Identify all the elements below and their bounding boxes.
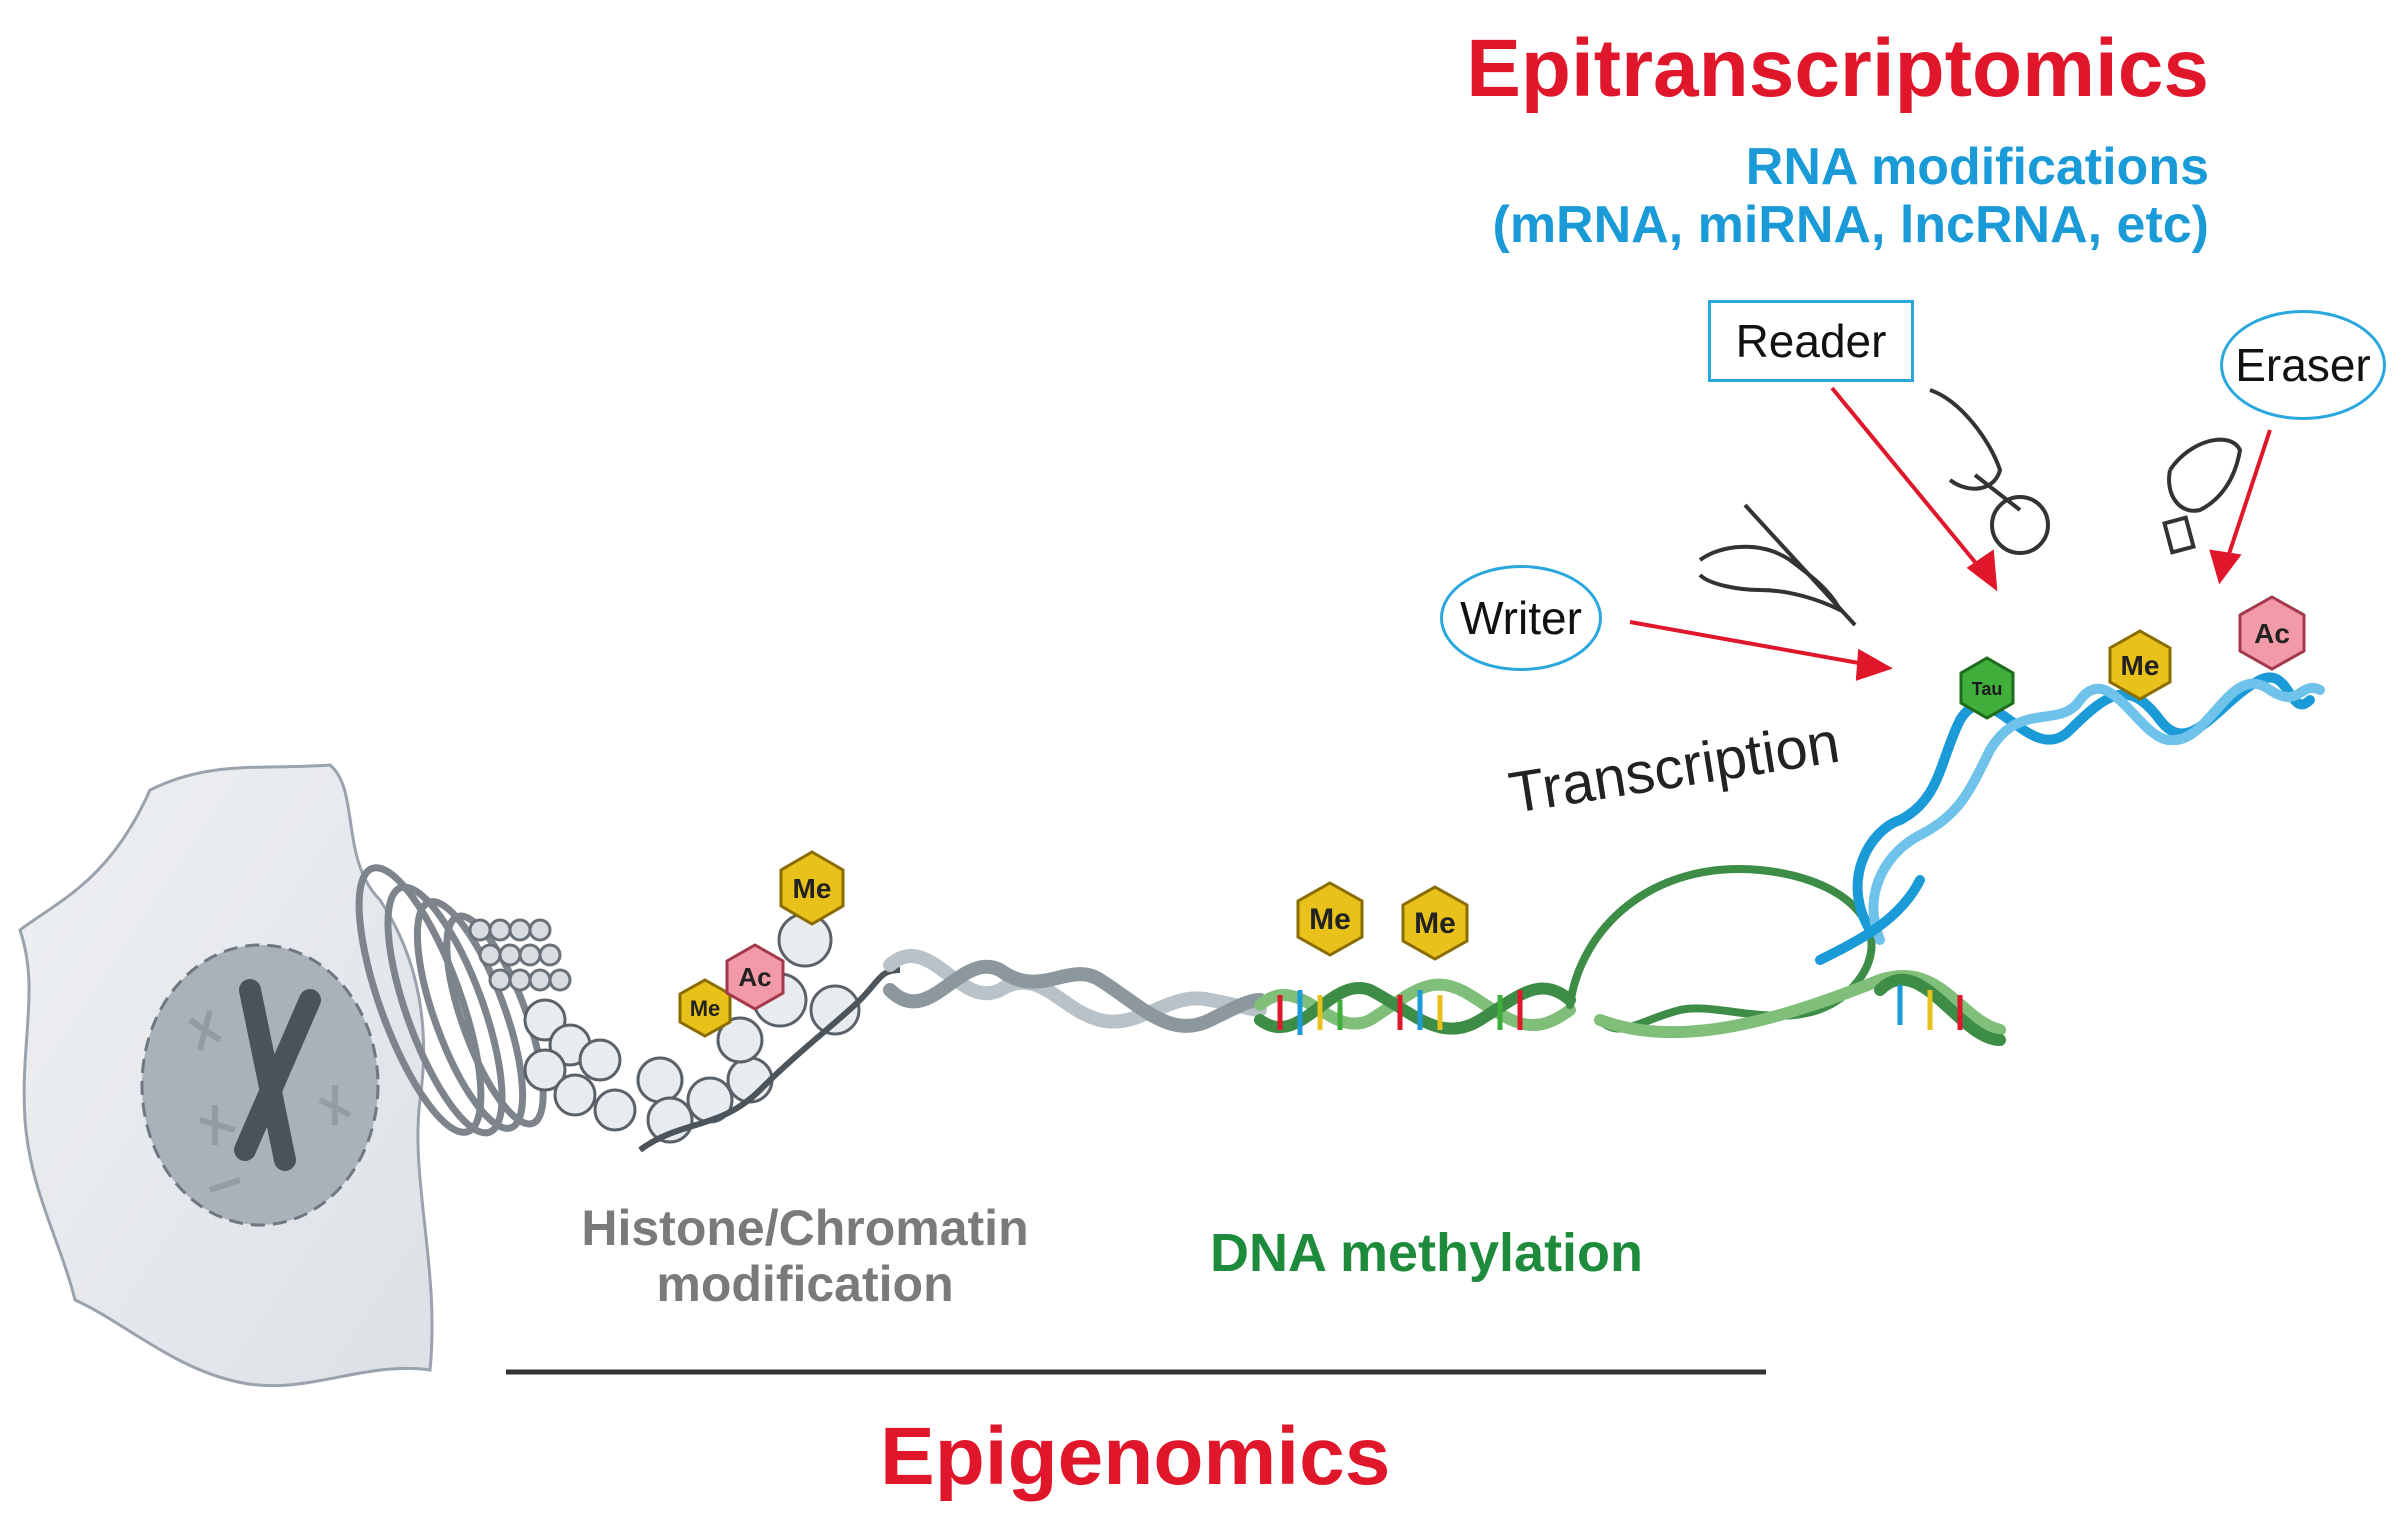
rna-modifications-line2: (mRNA, miRNA, lncRNA, etc) (1492, 196, 2210, 254)
epigenomics-title: Epigenomics (880, 1411, 1391, 1502)
rna-modifications-label: RNA modifications (mRNA, miRNA, lncRNA, … (1493, 138, 2210, 254)
badge-me-dna-1: Me (1296, 881, 1364, 957)
badge-label: Me (2121, 650, 2160, 681)
writer-ellipse: Writer (1440, 565, 1602, 671)
badge-me-rna: Me (2108, 629, 2172, 701)
epitranscriptomics-title: Epitranscriptomics (1466, 23, 2209, 114)
badge-label: Me (1309, 903, 1351, 936)
badge-me-histone-small: Me (678, 978, 732, 1038)
chromatin-fiber (468, 918, 572, 992)
badge-ac-histone: Ac (725, 943, 785, 1011)
eraser-ellipse: Eraser (2220, 310, 2386, 420)
badge-me-histone: Me (779, 850, 845, 926)
badge-label: Ac (738, 962, 771, 992)
dna-helix-green (1254, 865, 2006, 1046)
badge-tau-rna: Tau (1959, 656, 2015, 720)
eraser-hand-icon (2162, 437, 2243, 555)
chromatin-coil (355, 864, 547, 1137)
dna-helix-gray (883, 949, 1267, 1033)
badge-label: Tau (1972, 679, 2003, 699)
chromosome (234, 979, 321, 1171)
badge-ac-rna: Ac (2238, 595, 2306, 671)
badge-me-dna-2: Me (1401, 885, 1469, 961)
arrows (1629, 386, 2272, 681)
badge-label: Me (690, 996, 721, 1021)
base-pairs (1277, 985, 1963, 1035)
rna-helix-blue (1815, 672, 2325, 965)
badge-label: Me (1414, 907, 1456, 940)
dna-methylation-label: DNA methylation (1210, 1223, 1644, 1283)
histone-line1: Histone/Chromatin (581, 1200, 1029, 1256)
histone-line2: modification (656, 1256, 954, 1312)
reader-box: Reader (1708, 300, 1914, 382)
badge-label: Ac (2254, 618, 2290, 649)
histone-chromatin-label: Histone/Chromatin modification (520, 1200, 1090, 1312)
rna-modifications-line1: RNA modifications (1745, 138, 2209, 196)
badge-label: Me (793, 873, 832, 904)
writer-hand-icon (1698, 503, 1857, 627)
reader-hand-icon (1929, 388, 2050, 555)
